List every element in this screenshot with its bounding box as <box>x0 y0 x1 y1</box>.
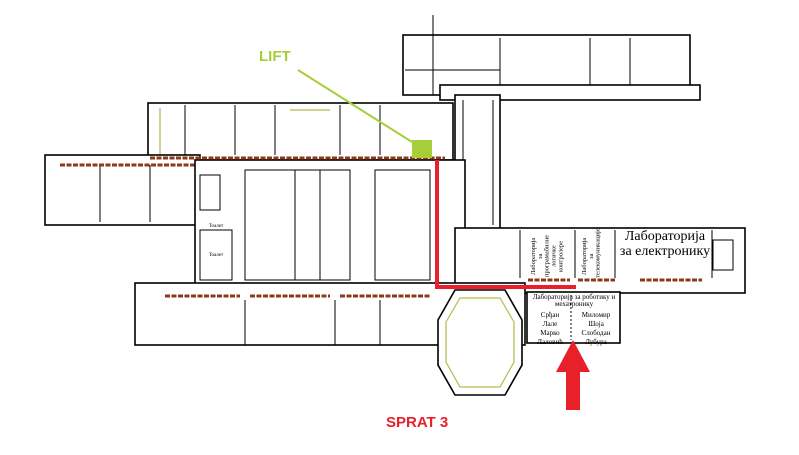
room-robotics-lab: Лабораторија за роботику и мехатронику <box>532 293 616 309</box>
person-name: Слободан <box>581 329 611 337</box>
building-walls <box>44 15 746 396</box>
entrance-arrow-icon <box>556 340 590 410</box>
person-name: Марко <box>540 329 560 337</box>
room-plc-lab: Лабораторија за програмабилне логичке ко… <box>530 234 565 278</box>
room-toilet: Тоалет <box>208 224 224 229</box>
room-toilet: Тоалет <box>208 253 224 258</box>
lift-pointer <box>297 69 413 143</box>
person-name: Лаловић <box>537 338 563 346</box>
person-name: Миломир <box>581 311 611 319</box>
person-name: Шоја <box>588 320 604 328</box>
room-telecom-lab: Лабораторија за телекомуникације <box>581 228 602 278</box>
lift-marker <box>412 140 432 158</box>
robotics-people-left: Срђан Лале Марко Лаловић <box>530 311 570 347</box>
route-path <box>435 160 576 289</box>
floor-title: SPRAT 3 <box>386 414 449 431</box>
room-electronics-lab: Лабораторија за електронику <box>619 229 711 259</box>
robotics-people-right: Миломир Шоја Слободан Лубура <box>574 311 618 347</box>
person-name: Лале <box>542 320 558 328</box>
lift-label: LIFT <box>259 48 291 65</box>
person-name: Срђан <box>540 311 560 319</box>
person-name: Лубура <box>585 338 607 346</box>
